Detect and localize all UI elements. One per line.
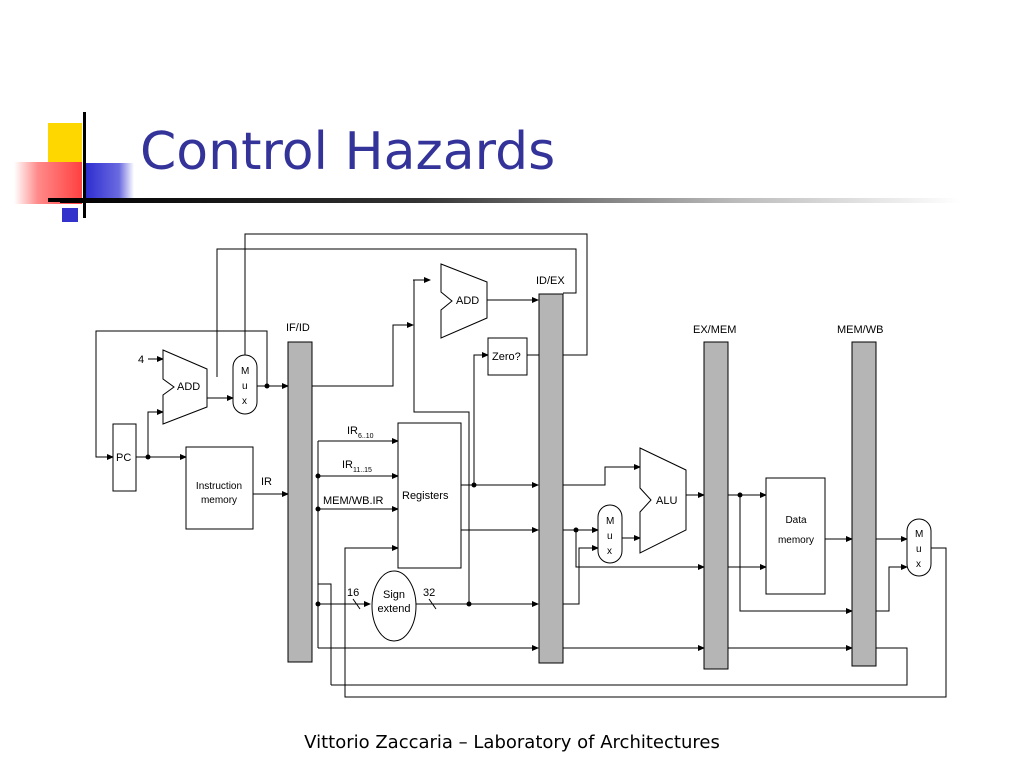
if-id-register xyxy=(287,341,313,663)
ex-mem-register xyxy=(703,341,729,670)
label-pc-adder: ADD xyxy=(177,381,200,393)
label-ir-rt: IR xyxy=(342,459,353,471)
zero-check-box xyxy=(487,337,528,376)
label-ir-rt-sub: 11..15 xyxy=(353,467,372,474)
label-imem-line2: memory xyxy=(201,495,237,506)
label-mem-wb-ir: MEM/WB.IR xyxy=(323,495,384,507)
diagram-wires xyxy=(95,233,947,698)
junction-mux-out xyxy=(264,383,270,389)
deco-yellow-square xyxy=(48,123,82,163)
wire-reg-a-to-zero xyxy=(473,352,489,485)
wire-branch-to-mux xyxy=(216,248,577,377)
wire-idex-b-to-exmem xyxy=(575,530,705,570)
diagram-blocks xyxy=(112,263,932,670)
wire-wb-data xyxy=(344,545,399,685)
label-alu: ALU xyxy=(656,495,677,507)
deco-blue-square xyxy=(84,163,134,199)
pc-box xyxy=(112,423,137,492)
deco-short-horizontal-line xyxy=(48,198,62,202)
label-alu-mux-u: u xyxy=(607,531,613,542)
pc-adder-shape xyxy=(162,349,208,425)
label-ir-rs: IR xyxy=(347,425,358,437)
bus-slash-32 xyxy=(428,598,437,610)
label-const-four: 4 xyxy=(138,354,144,366)
label-if-id: IF/ID xyxy=(286,322,310,334)
label-wb-mux-x: x xyxy=(916,559,921,570)
mem-wb-register xyxy=(851,341,877,667)
label-branch-adder: ADD xyxy=(456,295,479,307)
wire-pc-to-add xyxy=(147,409,164,457)
label-id-ex: ID/EX xyxy=(536,275,565,287)
label-pc: PC xyxy=(116,452,131,464)
junction-pc-out xyxy=(145,454,151,460)
alu-mux-shape xyxy=(597,504,623,564)
label-ir: IR xyxy=(261,476,272,488)
label-bits-32: 32 xyxy=(423,587,435,599)
label-dmem-line1: Data xyxy=(785,515,807,526)
label-zero: Zero? xyxy=(492,351,521,363)
pc-mux-shape xyxy=(232,354,258,415)
id-ex-register xyxy=(538,293,564,664)
label-mem-wb: MEM/WB xyxy=(837,324,883,336)
data-memory-box xyxy=(765,477,826,595)
wire-imm-to-branch-add xyxy=(413,279,470,604)
label-registers: Registers xyxy=(402,490,449,502)
alu-shape xyxy=(639,447,687,554)
slide-footer: Vittorio Zaccaria – Laboratory of Archit… xyxy=(304,732,720,753)
title-underline xyxy=(60,198,960,203)
label-pc-mux-x: x xyxy=(242,396,247,407)
bus-slash-16 xyxy=(352,598,361,610)
wire-idex-to-alu-a xyxy=(563,464,641,486)
sign-extend-shape xyxy=(371,570,417,642)
wire-memwb-ir-back xyxy=(331,647,908,686)
label-bits-16: 16 xyxy=(347,587,359,599)
deco-red-square xyxy=(14,162,82,204)
deco-vertical-line xyxy=(83,112,86,218)
wire-top-loop xyxy=(244,233,588,361)
wb-mux-shape xyxy=(906,518,932,577)
label-alu-mux-x: x xyxy=(607,546,612,557)
label-wb-mux-u: u xyxy=(916,544,922,555)
wire-ifid-to-branch-add xyxy=(312,322,414,387)
junction-ir-rt xyxy=(315,473,321,479)
label-ex-mem: EX/MEM xyxy=(693,324,736,336)
label-alu-mux-m: M xyxy=(606,516,614,527)
wire-exmem-addr-bypass xyxy=(739,495,853,614)
wire-mux-to-pc xyxy=(95,330,268,460)
label-sign-extend-line2: extend xyxy=(377,603,410,615)
instruction-memory-box xyxy=(185,446,254,530)
deco-small-blue-square xyxy=(62,208,78,222)
branch-adder-shape xyxy=(440,263,488,339)
wire-wb-mux-out xyxy=(344,547,947,698)
diagram-labels: IF/ID ID/EX EX/MEM MEM/WB PC ADD ADD 4 M… xyxy=(116,275,923,615)
label-ir-rs-sub: 6..10 xyxy=(358,433,374,440)
label-dmem-line2: memory xyxy=(778,535,814,546)
junction-mem-wb-ir xyxy=(315,506,321,512)
register-file-box xyxy=(397,422,462,569)
label-wb-mux-m: M xyxy=(915,529,923,540)
label-pc-mux-m: M xyxy=(241,366,249,377)
label-pc-mux-u: u xyxy=(242,381,248,392)
wire-idex-imm-to-mux xyxy=(563,545,599,605)
slide-title: Control Hazards xyxy=(140,122,556,182)
label-sign-extend-line1: Sign xyxy=(383,589,405,601)
wire-wb-dest xyxy=(318,583,332,685)
label-imem-line1: Instruction xyxy=(196,481,242,492)
wire-memwb-to-mux-b xyxy=(876,564,908,612)
